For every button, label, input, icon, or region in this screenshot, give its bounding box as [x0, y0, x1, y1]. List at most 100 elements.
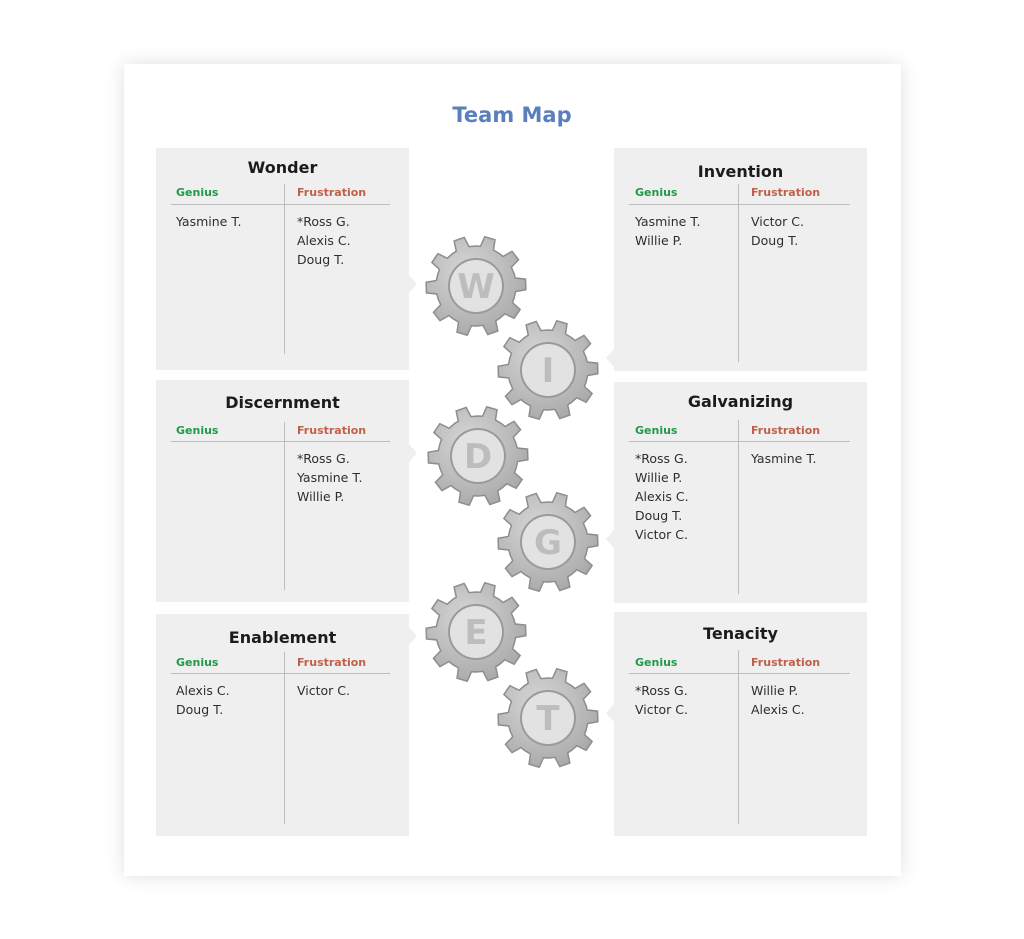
gear-e: E	[421, 577, 531, 687]
panel-title: Galvanizing	[687, 392, 794, 411]
list-item: Willie P.	[635, 233, 683, 248]
gear-icon: T	[497, 667, 599, 769]
frustration-header: Frustration	[297, 656, 367, 669]
list-item: *Ross G.	[635, 451, 688, 466]
header-divider	[629, 441, 850, 442]
header-divider	[629, 673, 850, 674]
list-item: Yasmine T.	[635, 214, 701, 229]
list-item: Willie P.	[297, 489, 345, 504]
panel-pointer	[606, 704, 614, 722]
column-divider	[738, 650, 739, 824]
gear-i: I	[493, 315, 603, 425]
column-divider	[738, 184, 739, 362]
gear-icon: E	[425, 581, 527, 683]
header-divider	[629, 204, 850, 205]
gear-t: T	[493, 663, 603, 773]
genius-list: Yasmine T.	[176, 212, 241, 231]
genius-list: *Ross G. Willie P. Alexis C. Doug T. Victor …	[635, 449, 689, 544]
gear-letter: I	[542, 351, 555, 391]
gear-icon: G	[497, 491, 599, 593]
gear-hub	[522, 516, 574, 568]
list-item: Doug T.	[635, 508, 683, 523]
panel-pointer	[409, 444, 417, 462]
gear-icon: I	[497, 319, 599, 421]
header-divider	[171, 673, 390, 674]
genius-list: Alexis C. Doug T.	[176, 681, 230, 719]
column-divider	[284, 422, 285, 590]
list-item: *Ross G.	[297, 214, 350, 229]
list-item: Doug T.	[751, 233, 799, 248]
panel-title: Wonder	[247, 158, 318, 177]
list-item: Willie P.	[635, 470, 683, 485]
list-item: Alexis C.	[176, 683, 230, 698]
frustration-list: Willie P. Alexis C.	[751, 681, 805, 719]
genius-list: *Ross G. Victor C.	[635, 681, 688, 719]
genius-header: Genius	[635, 424, 678, 437]
frustration-list: *Ross G. Yasmine T. Willie P.	[297, 449, 362, 506]
list-item: Alexis C.	[635, 489, 689, 504]
frustration-header: Frustration	[751, 186, 821, 199]
gear-d: D	[423, 401, 533, 511]
panel-title: Invention	[697, 162, 784, 181]
gear-letter: T	[536, 699, 560, 739]
column-divider	[284, 184, 285, 354]
list-item: Victor C.	[635, 527, 688, 542]
gear-g: G	[493, 487, 603, 597]
list-item: Alexis C.	[751, 702, 805, 717]
gear-hub	[450, 606, 502, 658]
frustration-list: *Ross G.Alexis C.Doug T.	[297, 212, 351, 269]
genius-header: Genius	[635, 656, 678, 669]
frustration-list: Victor C.	[297, 681, 350, 700]
gear-icon: W	[425, 235, 527, 337]
panel-pointer	[606, 349, 614, 367]
list-item: Victor C.	[635, 702, 688, 717]
list-item: *Ross G.	[297, 451, 350, 466]
frustration-header: Frustration	[297, 186, 367, 199]
gear-hub	[522, 692, 574, 744]
header-divider	[171, 441, 390, 442]
list-item: Alexis C.	[297, 233, 351, 248]
frustration-header: Frustration	[751, 424, 821, 437]
list-item: Yasmine T.	[751, 451, 817, 466]
panel-title: Enablement	[228, 628, 337, 647]
list-item: *Ross G.	[635, 683, 688, 698]
panel-pointer	[409, 275, 417, 293]
gear-letter: W	[457, 267, 495, 307]
list-item: Victor C.	[297, 683, 350, 698]
genius-list: Yasmine T. Willie P.	[635, 212, 700, 250]
page-title: Team Map	[452, 103, 572, 127]
gear-hub	[522, 344, 574, 396]
frustration-list: Yasmine T.	[751, 449, 816, 468]
panel-pointer	[606, 530, 614, 548]
gear-icon: D	[427, 405, 529, 507]
genius-header: Genius	[176, 656, 219, 669]
gear-hub	[450, 260, 502, 312]
column-divider	[738, 420, 739, 594]
gear-letter: E	[464, 613, 487, 653]
genius-header: Genius	[176, 186, 219, 199]
frustration-header: Frustration	[297, 424, 367, 437]
list-item: Yasmine T.	[297, 470, 363, 485]
header-divider	[171, 204, 390, 205]
gear-letter: G	[534, 523, 562, 563]
frustration-list: Victor C. Doug T.	[751, 212, 804, 250]
list-item: Willie P.	[751, 683, 799, 698]
list-item: Doug T.	[176, 702, 224, 717]
gear-hub	[452, 430, 504, 482]
panel-pointer	[409, 627, 417, 645]
panel-title: Discernment	[225, 393, 340, 412]
list-item: Yasmine T.	[176, 214, 242, 229]
frustration-header: Frustration	[751, 656, 821, 669]
list-item: Victor C.	[751, 214, 804, 229]
gear-letter: D	[464, 437, 492, 477]
genius-header: Genius	[176, 424, 219, 437]
genius-header: Genius	[635, 186, 678, 199]
panel-title: Tenacity	[703, 624, 778, 643]
